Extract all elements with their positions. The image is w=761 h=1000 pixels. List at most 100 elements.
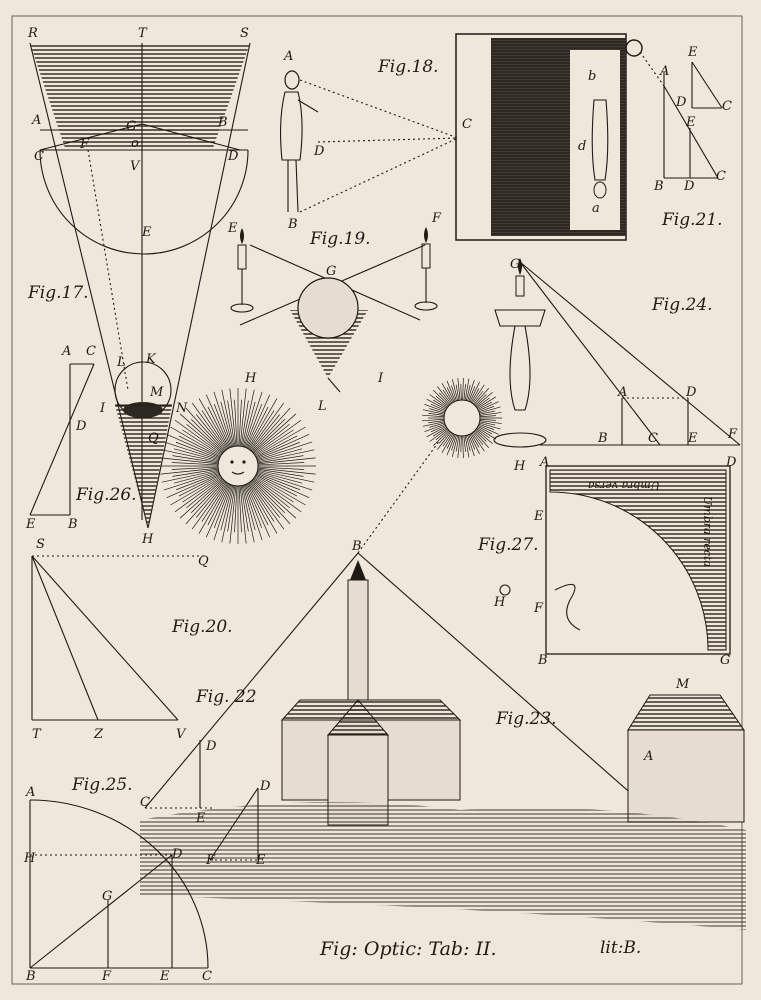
fig19-globe [297, 277, 359, 339]
figure-19 [230, 227, 438, 393]
fig18-standing-man [280, 70, 319, 213]
fig19-label: Fig.19. [309, 229, 371, 249]
f17-point-label: C [34, 149, 44, 164]
fig18-screen [570, 50, 620, 230]
f17-point-label: V [130, 159, 141, 174]
f17-point-label: K [145, 352, 157, 367]
f22-point-label: E [195, 811, 206, 826]
f20-point-label: T [32, 727, 42, 742]
f21-point-label: C [716, 169, 726, 184]
plate-caption: Fig: Optic: Tab: II. [319, 938, 497, 960]
f22-point-label: D [205, 739, 217, 754]
f21-point-label: D [683, 179, 695, 194]
f21-point-label: D [675, 95, 687, 110]
figure-17 [29, 42, 251, 529]
f24-point-label: H [513, 459, 526, 474]
fig18-ray-bottom [299, 137, 459, 213]
figure-26 [29, 363, 95, 516]
f27-point-label: F [533, 601, 544, 616]
f25-point-label: E [159, 969, 170, 984]
f26-point-label: A [61, 344, 71, 359]
fig23-ray [357, 552, 653, 813]
f24-point-label: B [597, 431, 608, 446]
f18-point-label: B [287, 217, 298, 232]
fig17-dotted-ray [87, 149, 129, 391]
f18-point-label: b [588, 69, 596, 84]
umbra-versa-label: Umbra versa [588, 479, 660, 492]
fig26-label: Fig.26. [75, 485, 137, 505]
f26-point-label: E [25, 517, 36, 532]
f17-point-label: R [27, 26, 38, 41]
f26-point-label: B [67, 517, 78, 532]
f21-point-label: A [659, 64, 669, 79]
fig17-line-gd [141, 123, 241, 151]
f24-point-label: C [648, 431, 658, 446]
fig22-dotted [357, 439, 441, 554]
f18-point-label: a [592, 201, 600, 216]
f17-point-label: A [31, 113, 41, 128]
chateau-illustration [627, 694, 745, 823]
umbra-recta-label: Umbra recta [701, 496, 714, 567]
fig27-quadrant-arc [549, 469, 727, 651]
fig27-plumb-line [554, 583, 581, 631]
fig18-sun-icon [625, 39, 643, 57]
f20-point-label: S [36, 537, 45, 552]
f25-point-label: F [101, 969, 112, 984]
fig22-label: Fig. 22 [195, 687, 257, 707]
f17-point-label: M [149, 385, 164, 400]
f19-point-label: G [326, 264, 336, 279]
f27-point-label: H [493, 595, 506, 610]
figure-20 [31, 555, 205, 721]
fig20-label: Fig.20. [171, 617, 233, 637]
figure-21 [639, 51, 723, 179]
fig22-ray [144, 552, 359, 809]
f23-point-label: M [675, 677, 690, 692]
f18-point-label: d [578, 139, 586, 154]
f24-point-label: F [727, 427, 738, 442]
fig17-shadow-cone [115, 405, 172, 528]
fig17-semicircle [39, 149, 249, 255]
fig24-short-ray [519, 261, 661, 446]
f17-point-label: E [141, 225, 152, 240]
f21-point-label: E [687, 45, 698, 60]
f26-point-label: D [75, 419, 87, 434]
f20-point-label: Q [198, 554, 209, 569]
fig17-dark-cap [123, 402, 163, 418]
fig21-label: Fig.21. [661, 210, 723, 230]
f17-point-label: L [116, 355, 126, 370]
plate-border [11, 15, 743, 985]
fig24-label: Fig.24. [651, 295, 713, 315]
f24-point-label: G [510, 257, 520, 272]
f19-point-label: L [317, 399, 327, 414]
figure-24 [493, 258, 741, 448]
plate-lit: lit:B. [600, 938, 641, 958]
f18-point-label: A [283, 49, 293, 64]
figure-18 [280, 33, 643, 241]
f23-point-label: B [351, 539, 362, 554]
f20-point-label: V [176, 727, 187, 742]
fig25-radius [29, 854, 173, 969]
fig19-tip [327, 377, 341, 393]
f24-point-label: D [685, 385, 697, 400]
fig24-candlestick [493, 258, 547, 448]
fig25-quadrant-arc [29, 799, 209, 969]
f21-point-label: E [685, 115, 696, 130]
fig20-inner [31, 555, 99, 721]
f25-point-label: G [102, 889, 112, 904]
f17-point-label: S [240, 26, 249, 41]
ground-terrain [140, 802, 746, 930]
figure-25 [29, 799, 209, 969]
f17-point-label: N [175, 401, 188, 416]
f22-point-label: D [259, 779, 271, 794]
fig21-small-hyp [691, 61, 723, 109]
fig20-hyp [31, 555, 179, 721]
fig21-hyp [663, 85, 719, 179]
fig21-sun-ray [639, 51, 665, 87]
f22-point-label: E [255, 853, 266, 868]
fig18-inverted-image [591, 99, 609, 199]
fig23-label: Fig.23. [495, 709, 557, 729]
f17-point-label: I [99, 401, 106, 416]
f24-point-label: A [617, 385, 627, 400]
